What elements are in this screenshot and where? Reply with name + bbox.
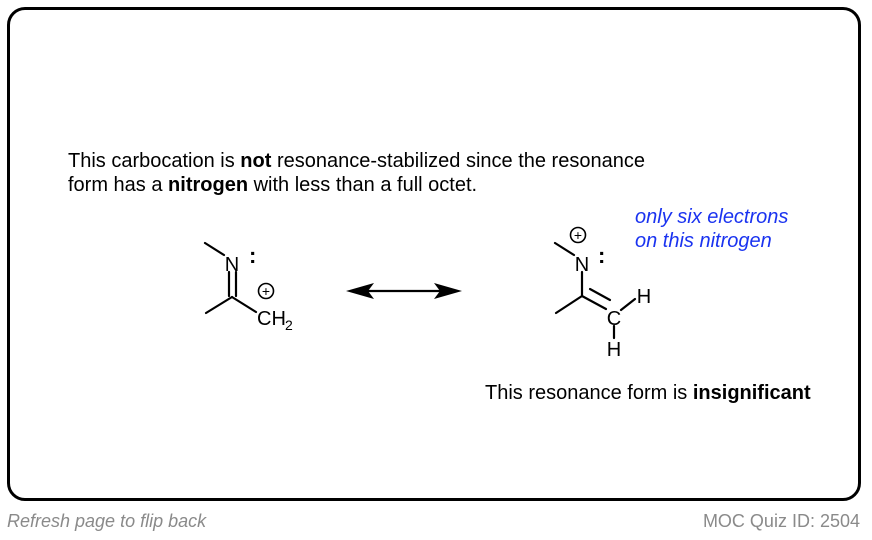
right-plus-charge: + (574, 227, 582, 243)
quiz-id-label: MOC Quiz ID: 2504 (702, 511, 860, 531)
right-double-bond-b (588, 287, 612, 302)
right-plus-circle-icon (569, 226, 587, 244)
left-c-ch2-bond (230, 295, 258, 314)
explanation-line1-b: resonance-stabilized since the resonance (271, 150, 645, 172)
arrowhead-left-icon (346, 283, 374, 299)
explanation-bold-nitrogen: nitrogen (168, 174, 249, 196)
left-plus-charge: + (262, 283, 270, 299)
right-h-top-label: H (637, 286, 651, 308)
left-nitrogen-label: N (225, 254, 239, 276)
arrowhead-right-icon (434, 283, 462, 299)
explanation-line2-b: with less than a full octet. (248, 174, 478, 196)
explanation-bold-not: not (240, 150, 272, 172)
explanation-line-2: form has a nitrogen with less than a ful… (68, 173, 645, 197)
six-electrons-annotation: only six electrons on this nitrogen (635, 205, 788, 253)
explanation-line-1: This carbocation is not resonance-stabil… (68, 149, 645, 173)
left-ch-label: CH (257, 308, 286, 330)
annotation-line-1: only six electrons (635, 206, 789, 228)
left-ch-subscript: 2 (285, 317, 293, 333)
explanation-line1-a: This carbocation is (68, 150, 241, 172)
right-double-bond-a (580, 294, 608, 311)
explanation-line2-a: form has a (68, 174, 169, 196)
conclusion-bold-insignificant: insignificant (692, 382, 811, 404)
explanation-text: This carbocation is not resonance-stabil… (68, 149, 645, 197)
right-c-h-top-bond (619, 297, 637, 312)
right-h-bottom-label: H (607, 339, 621, 361)
flip-back-hint: Refresh page to flip back (7, 511, 207, 531)
right-carbon-label: C (607, 308, 621, 330)
quiz-card[interactable] (7, 7, 861, 501)
left-methyl-n-bond (203, 241, 226, 257)
annotation-line-2: on this nitrogen (635, 230, 772, 252)
right-methyl-n-bond (553, 241, 576, 257)
right-nitrogen-label: N (575, 254, 589, 276)
left-plus-circle-icon (257, 282, 275, 300)
right-lone-pair: : (598, 243, 605, 268)
conclusion-text-a: This resonance form is (485, 382, 693, 404)
right-methyl-c-bond (554, 294, 584, 315)
left-methyl-c-bond (204, 295, 234, 315)
conclusion-text: This resonance form is insignificant (485, 382, 811, 405)
left-lone-pair: : (249, 243, 256, 268)
